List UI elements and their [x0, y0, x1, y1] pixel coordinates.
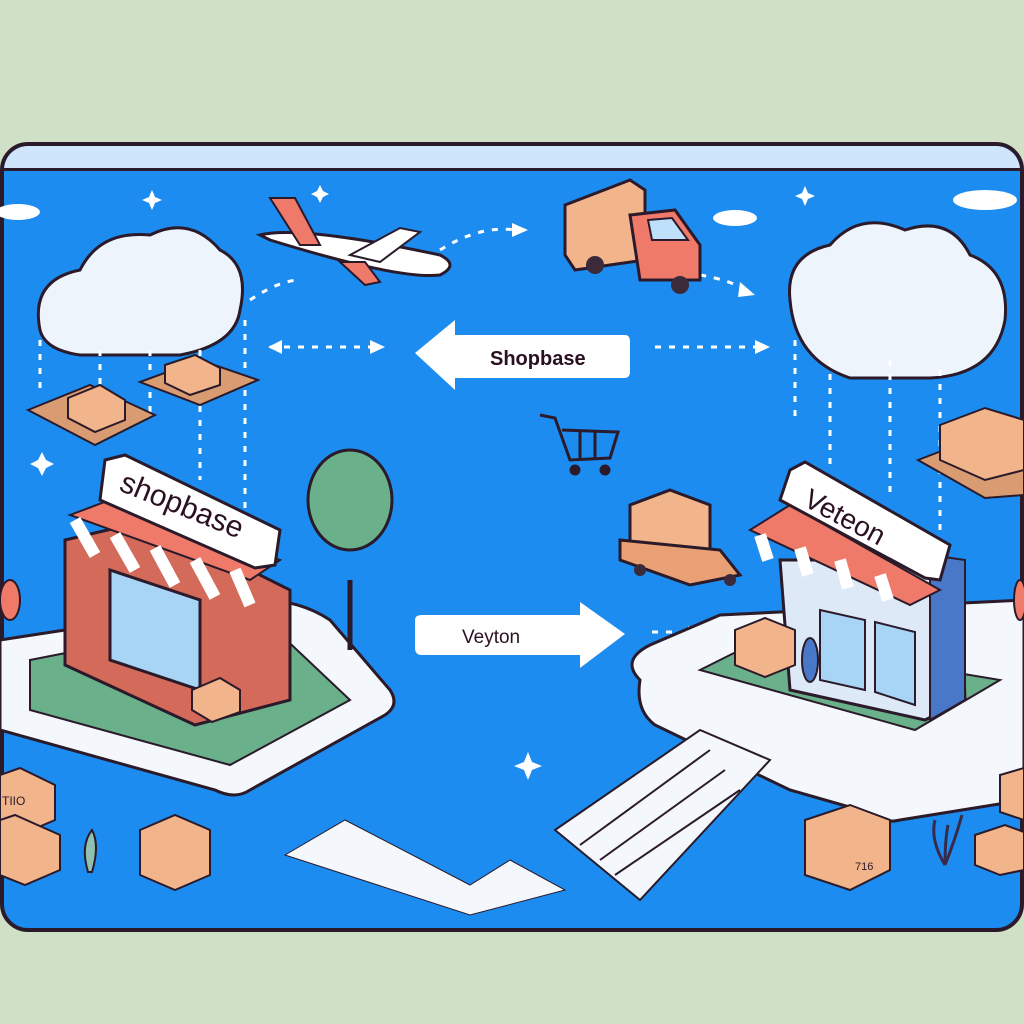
- box-marking: 716: [855, 861, 873, 873]
- tree-icon: [306, 448, 394, 650]
- right-cloud-icon: [788, 221, 1008, 380]
- veyton-migration-arrow: Veyton: [415, 602, 625, 668]
- stairs: [553, 728, 772, 902]
- left-cloud-icon: [36, 226, 244, 357]
- delivery-truck-icon: [563, 178, 702, 294]
- migration-path: [283, 819, 567, 916]
- veteon-storefront: Veteon: [734, 460, 967, 722]
- box-marking: TIIO: [2, 794, 25, 808]
- shopping-cart-icon: [539, 413, 621, 476]
- sparkle-icon: [30, 185, 815, 780]
- plant-icon: [83, 814, 964, 873]
- shopbase-arrow-label: Shopbase: [490, 348, 586, 370]
- package-icon: TIIO 716: [0, 766, 1024, 892]
- veyton-arrow-label: Veyton: [462, 627, 520, 648]
- shopbase-migration-arrow: Shopbase: [415, 320, 630, 390]
- panel-top-border: [4, 146, 1020, 171]
- person-icon: [0, 579, 1024, 683]
- connection-lines: [38, 227, 942, 634]
- package-icon: [25, 353, 1024, 500]
- package-cart-icon: [618, 488, 743, 587]
- small-cloud-icon: [0, 190, 1017, 226]
- airplane-icon: [255, 197, 452, 287]
